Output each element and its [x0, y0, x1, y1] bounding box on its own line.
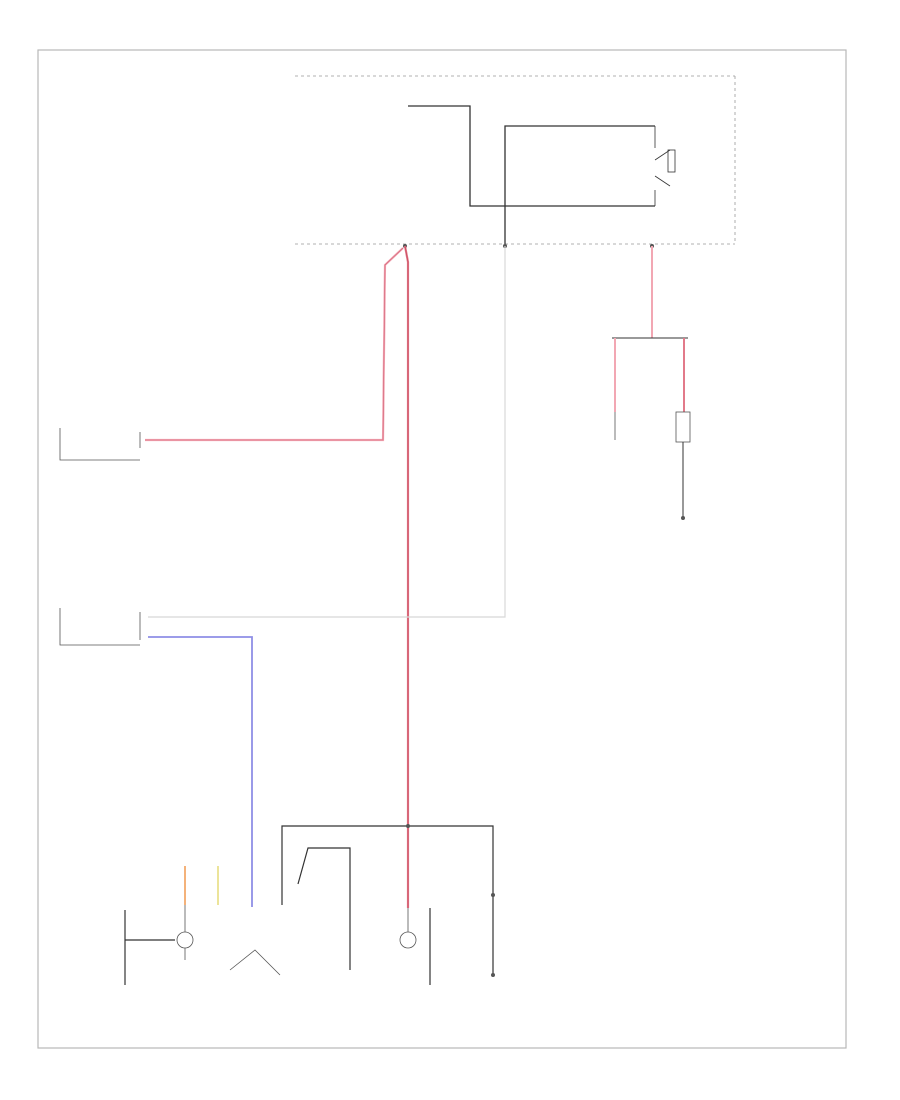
white-wire	[148, 246, 506, 618]
bottom-component-wiring	[124, 825, 494, 985]
pink-wire-left-sensor	[145, 247, 404, 442]
red-wire-main-core	[404, 245, 409, 908]
module-pins	[403, 244, 654, 248]
blue-wire	[148, 636, 253, 907]
left-connector-2	[59, 608, 141, 646]
bottom-components	[176, 905, 417, 976]
left-connector-1	[59, 428, 141, 461]
top-module-box	[295, 75, 736, 245]
red-wire-main	[403, 245, 410, 908]
right-branch-wiring	[612, 246, 691, 518]
page-border	[37, 49, 847, 1049]
pink-wire-left-sensor-core	[145, 247, 404, 441]
junction-dots	[406, 516, 685, 977]
module-internal-wiring	[408, 105, 676, 244]
bottom-colored-stubs	[184, 866, 219, 905]
